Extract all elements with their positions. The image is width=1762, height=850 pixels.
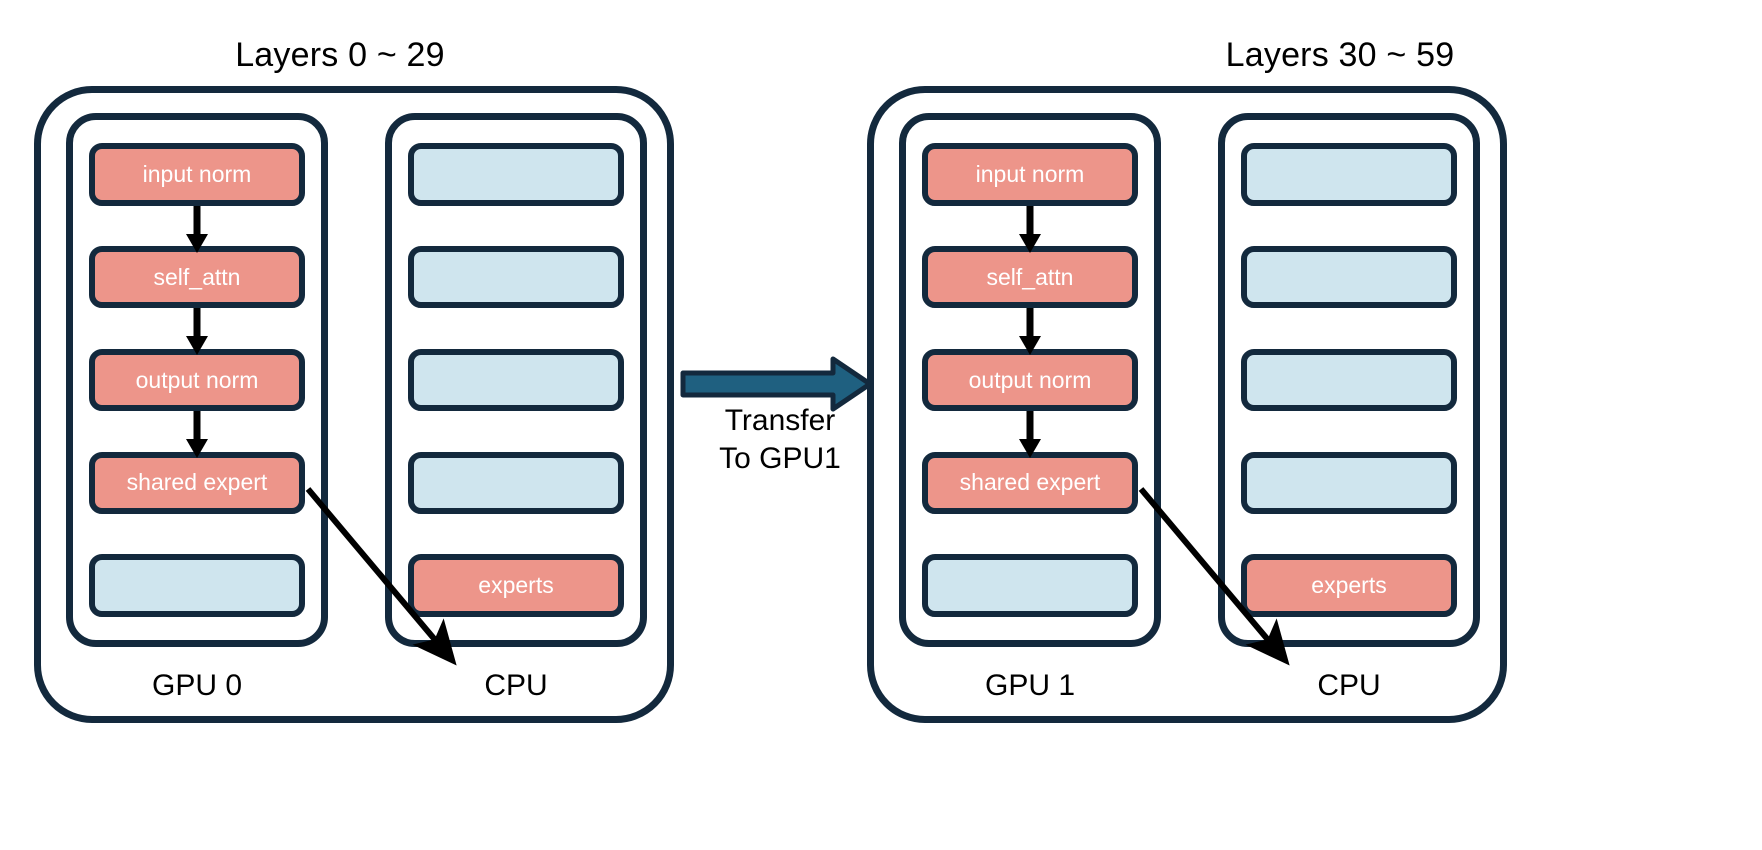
arrow-shaft bbox=[193, 411, 201, 444]
arrow-shaft bbox=[1026, 411, 1034, 444]
column-cpu1: experts bbox=[1218, 113, 1480, 647]
arrow-shaft bbox=[1026, 308, 1034, 341]
slot-cpu0-experts[interactable]: experts bbox=[408, 554, 624, 618]
spacer-cpu1-4 bbox=[1241, 514, 1457, 554]
flow-arrow-gpu0-3 bbox=[89, 411, 305, 459]
slot-cpu1-expert-4[interactable] bbox=[1241, 451, 1457, 515]
slot-cpu1-expert-1[interactable] bbox=[1241, 143, 1457, 206]
group-title-left: Layers 0 ~ 29 bbox=[235, 36, 445, 74]
spacer-gpu0 bbox=[89, 514, 305, 554]
arrow-head-icon bbox=[186, 233, 208, 253]
arrow-shaft bbox=[193, 308, 201, 341]
flow-arrow-gpu1-1 bbox=[922, 205, 1138, 253]
spacer-cpu0-4 bbox=[408, 514, 624, 554]
slot-gpu0-shared-expert[interactable]: shared expert bbox=[89, 451, 305, 515]
slot-gpu0-empty[interactable] bbox=[89, 554, 305, 618]
slot-cpu1-expert-2[interactable] bbox=[1241, 245, 1457, 309]
spacer-cpu1-2 bbox=[1241, 308, 1457, 348]
arrow-head-icon bbox=[186, 336, 208, 356]
column-gpu1: input norm self_attn output norm shared … bbox=[899, 113, 1161, 647]
flow-arrow-gpu0-1 bbox=[89, 205, 305, 253]
arrow-shaft bbox=[193, 205, 201, 238]
group-title-right: Layers 30 ~ 59 bbox=[1225, 36, 1455, 74]
spacer-cpu1-1 bbox=[1241, 206, 1457, 246]
slot-gpu1-empty[interactable] bbox=[922, 554, 1138, 618]
arrow-head-icon bbox=[1019, 233, 1041, 253]
spacer-cpu0-2 bbox=[408, 308, 624, 348]
slot-cpu0-expert-1[interactable] bbox=[408, 143, 624, 206]
spacer-cpu0-1 bbox=[408, 206, 624, 246]
device-label-gpu1: GPU 1 bbox=[984, 669, 1076, 702]
transfer-label-line1: Transfer bbox=[724, 404, 836, 437]
device-label-cpu0: CPU bbox=[484, 669, 548, 702]
column-cpu0: experts bbox=[385, 113, 647, 647]
slot-cpu0-expert-2[interactable] bbox=[408, 245, 624, 309]
transfer-label-line2: To GPU1 bbox=[719, 442, 841, 475]
slot-gpu0-self-attn[interactable]: self_attn bbox=[89, 245, 305, 309]
spacer-gpu1 bbox=[922, 514, 1138, 554]
flow-arrow-gpu1-2 bbox=[922, 308, 1138, 356]
arrow-head-icon bbox=[186, 439, 208, 459]
slot-cpu0-expert-3[interactable] bbox=[408, 348, 624, 412]
slot-gpu1-shared-expert[interactable]: shared expert bbox=[922, 451, 1138, 515]
device-label-cpu1: CPU bbox=[1317, 669, 1381, 702]
arrow-head-icon bbox=[1019, 336, 1041, 356]
arrow-shaft bbox=[1026, 205, 1034, 238]
spacer-cpu1-3 bbox=[1241, 411, 1457, 451]
slot-cpu0-expert-4[interactable] bbox=[408, 451, 624, 515]
device-label-gpu0: GPU 0 bbox=[151, 669, 243, 702]
slot-cpu1-expert-3[interactable] bbox=[1241, 348, 1457, 412]
slot-gpu1-output-norm[interactable]: output norm bbox=[922, 348, 1138, 412]
column-gpu0: input norm self_attn output norm shared … bbox=[66, 113, 328, 647]
spacer-cpu0-3 bbox=[408, 411, 624, 451]
arrow-head-icon bbox=[1019, 439, 1041, 459]
slot-gpu1-self-attn[interactable]: self_attn bbox=[922, 245, 1138, 309]
slot-cpu1-experts[interactable]: experts bbox=[1241, 554, 1457, 618]
slot-gpu0-output-norm[interactable]: output norm bbox=[89, 348, 305, 412]
slot-gpu0-input-norm[interactable]: input norm bbox=[89, 143, 305, 206]
flow-arrow-gpu0-2 bbox=[89, 308, 305, 356]
flow-arrow-gpu1-3 bbox=[922, 411, 1138, 459]
slot-gpu1-input-norm[interactable]: input norm bbox=[922, 143, 1138, 206]
